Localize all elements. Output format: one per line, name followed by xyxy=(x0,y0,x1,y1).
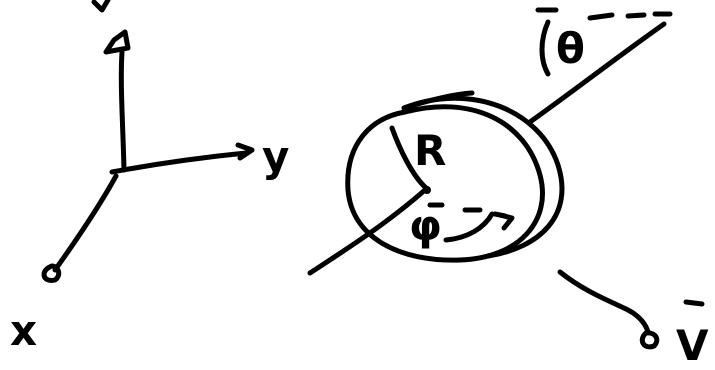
y-axis-line xyxy=(109,150,249,175)
z-axis-label-stroke xyxy=(91,0,111,13)
coordinate-axes: y x xyxy=(10,0,289,355)
radius-line xyxy=(389,125,429,191)
x-axis-arrowhead xyxy=(41,263,62,283)
phi-arc xyxy=(443,211,495,243)
phi-label: φ xyxy=(409,201,442,250)
velocity-vector-arrow xyxy=(683,299,705,307)
theta-angle: θ xyxy=(535,7,673,77)
disc-rim-edge xyxy=(401,95,565,259)
disc-center-point xyxy=(423,186,431,194)
theta-bracket xyxy=(539,19,551,77)
x-axis-label: x xyxy=(10,306,37,355)
x-axis-line xyxy=(52,173,119,273)
disc-top-highlight xyxy=(401,90,475,111)
symmetry-axis-lower xyxy=(307,187,428,276)
rotating-disc: R xyxy=(307,21,667,276)
symmetry-axis-upper xyxy=(527,21,667,125)
y-axis-arrowhead xyxy=(235,142,255,161)
y-axis-label: y xyxy=(262,132,289,181)
z-axis-arrowhead xyxy=(103,29,131,55)
radius-label: R xyxy=(414,126,446,175)
velocity-label: V xyxy=(676,321,709,370)
disc-front-outline xyxy=(345,104,545,263)
theta-label: θ xyxy=(556,24,585,73)
velocity-vector: V xyxy=(557,269,709,370)
velocity-path xyxy=(557,269,651,335)
velocity-arrow-dot xyxy=(639,330,660,350)
phi-angle: φ xyxy=(409,201,515,250)
phi-arrowhead xyxy=(497,212,515,231)
theta-reference-dash xyxy=(535,7,673,21)
z-axis-line xyxy=(118,49,127,173)
